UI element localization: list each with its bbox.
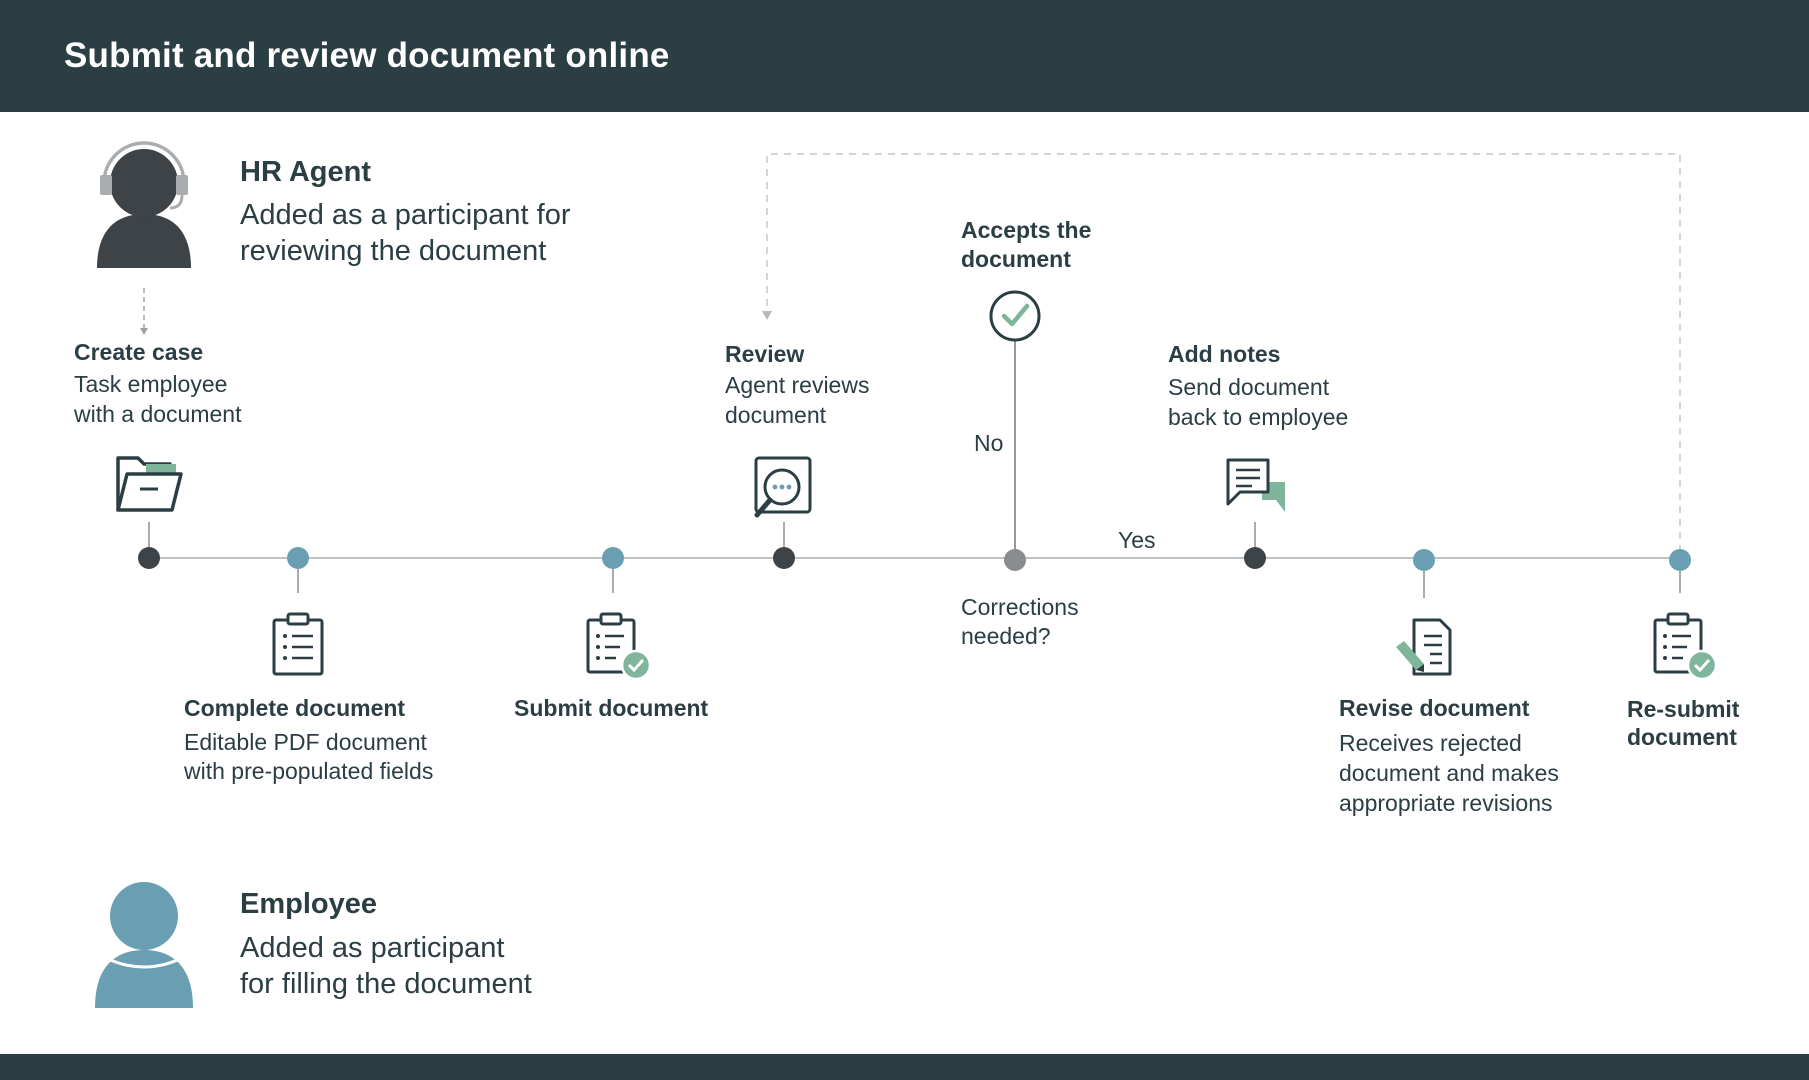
node-add-notes — [1244, 547, 1266, 569]
hr-agent-desc-line1: Added as a participant for — [240, 199, 571, 231]
revise-document-desc-line2: document and makes — [1339, 760, 1559, 786]
employee-desc-line1: Added as participant — [240, 932, 505, 964]
employee-desc-line2: for filling the document — [240, 968, 532, 1000]
create-case-desc-line1: Task employee — [74, 371, 228, 397]
resubmit-document-title-line2: document — [1627, 724, 1737, 750]
node-resubmit-document — [1669, 549, 1691, 571]
node-create-case — [138, 547, 160, 569]
magnifier-chat-icon — [754, 456, 812, 518]
clipboard-check-icon — [586, 612, 652, 681]
clipboard-checklist-icon — [272, 612, 324, 676]
loopback-arrowhead — [762, 311, 772, 320]
headset-person-icon — [97, 141, 191, 268]
chat-notes-icon — [1226, 458, 1285, 512]
accepts-title-line2: document — [961, 246, 1071, 272]
loopback-dashed-line — [766, 153, 1681, 552]
node-submit-document — [602, 547, 624, 569]
add-notes-desc-line2: back to employee — [1168, 404, 1349, 430]
add-notes-desc-line1: Send document — [1168, 374, 1330, 400]
revise-document-title: Revise document — [1339, 695, 1530, 721]
check-circle-icon — [989, 290, 1041, 342]
complete-document-desc-line2: with pre-populated fields — [184, 758, 434, 784]
page-title: Submit and review document online — [64, 36, 670, 75]
complete-document-desc-line1: Editable PDF document — [184, 729, 427, 755]
person-icon — [95, 882, 193, 1008]
footer-bar — [0, 1054, 1809, 1080]
hr-agent-name: HR Agent — [240, 156, 372, 188]
agent-connector-arrowhead — [140, 328, 148, 335]
node-complete-document — [287, 547, 309, 569]
review-title: Review — [725, 341, 805, 367]
document-pencil-icon — [1396, 618, 1452, 676]
decision-question-line1: Corrections — [961, 594, 1079, 620]
review-desc-line2: document — [725, 402, 827, 428]
create-case-title: Create case — [74, 339, 204, 365]
employee-name: Employee — [240, 888, 377, 920]
add-notes-title: Add notes — [1168, 341, 1281, 367]
decision-no-label: No — [974, 430, 1004, 456]
folder-open-icon — [116, 456, 183, 512]
submit-document-title: Submit document — [514, 695, 709, 721]
decision-question-line2: needed? — [961, 623, 1051, 649]
header-bar: Submit and review document online — [0, 0, 1809, 112]
revise-document-desc-line1: Receives rejected — [1339, 730, 1522, 756]
accepts-title-line1: Accepts the — [961, 217, 1092, 243]
create-case-desc-line2: with a document — [74, 401, 242, 427]
revise-document-desc-line3: appropriate revisions — [1339, 790, 1553, 816]
node-review — [773, 547, 795, 569]
complete-document-title: Complete document — [184, 695, 406, 721]
node-decision — [1004, 549, 1026, 571]
decision-yes-label: Yes — [1118, 527, 1156, 553]
hr-agent-desc-line2: reviewing the document — [240, 235, 547, 267]
clipboard-check-icon — [1653, 612, 1718, 681]
resubmit-document-title-line1: Re-submit — [1627, 696, 1740, 722]
review-desc-line1: Agent reviews — [725, 372, 870, 398]
node-revise-document — [1413, 549, 1435, 571]
